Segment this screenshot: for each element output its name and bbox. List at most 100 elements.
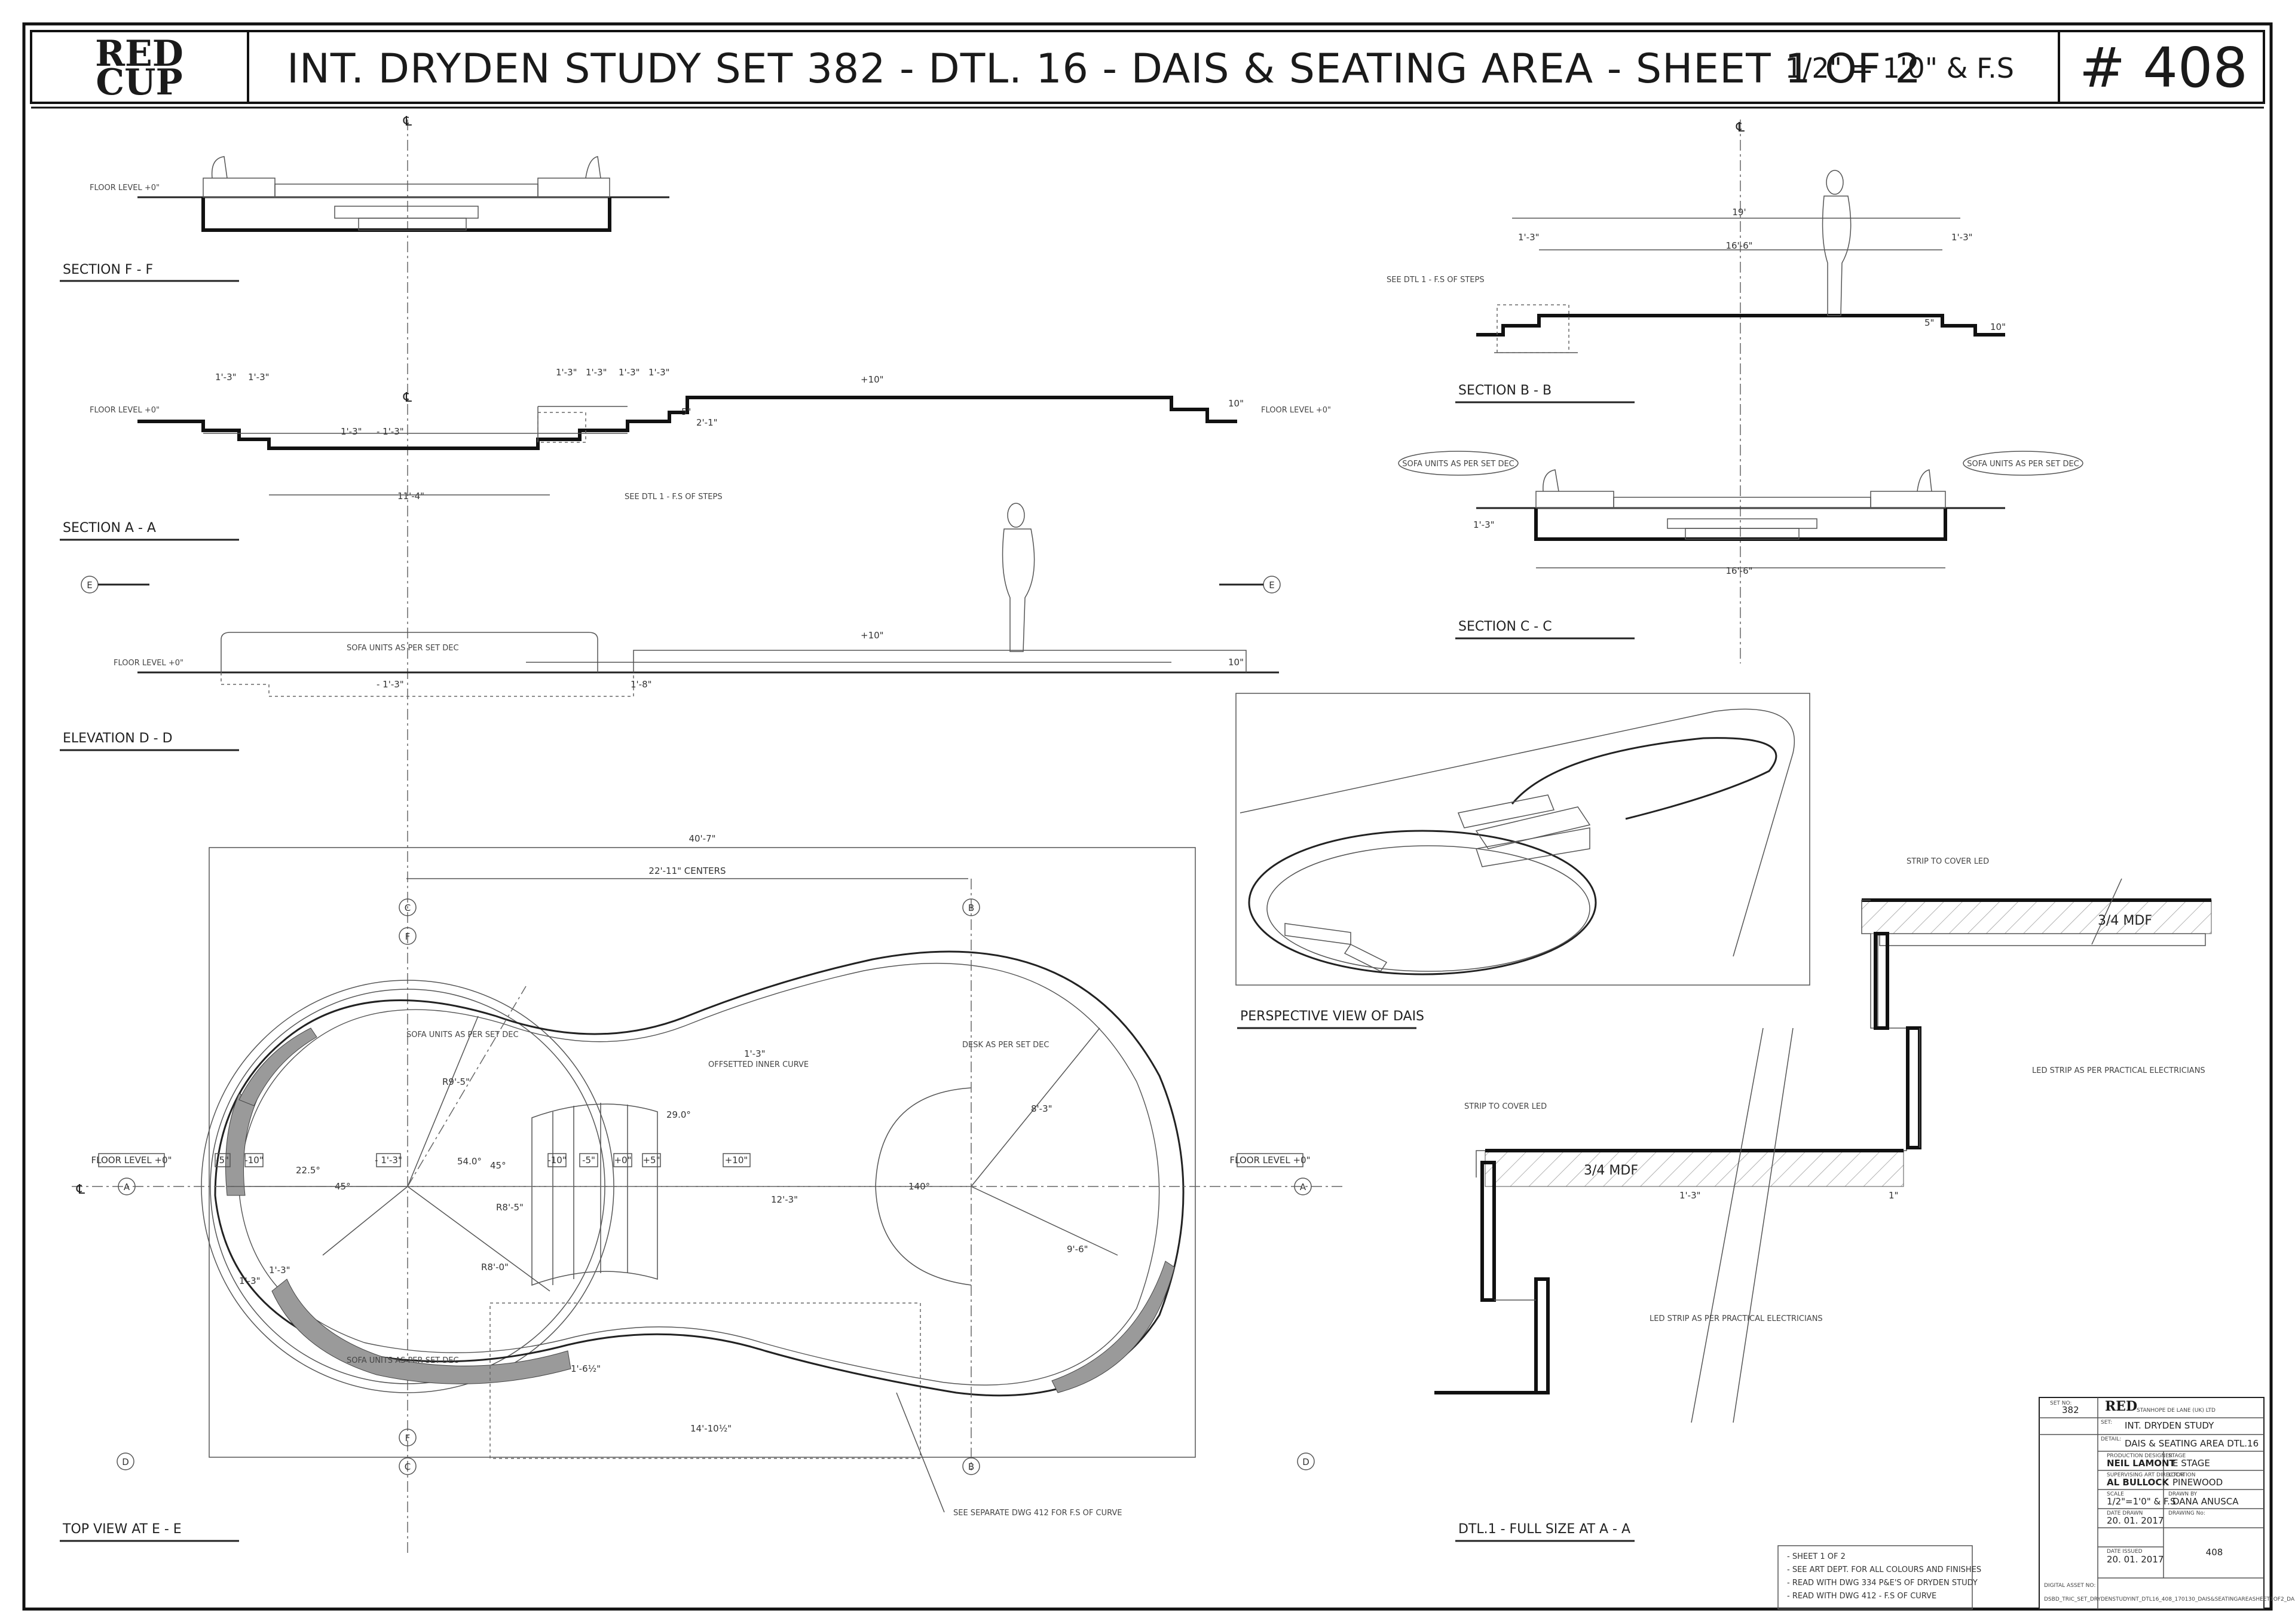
svg-text:29.0°: 29.0° xyxy=(666,1109,691,1120)
svg-text:20. 01. 2017: 20. 01. 2017 xyxy=(2107,1515,2164,1526)
svg-text:1": 1" xyxy=(1889,1190,1898,1201)
svg-text:F: F xyxy=(405,931,411,942)
label-perspective: PERSPECTIVE VIEW OF DAIS xyxy=(1237,1009,1424,1029)
svg-text:1'-3": 1'-3" xyxy=(1518,232,1540,243)
svg-text:OFFSETTED INNER CURVE: OFFSETTED INNER CURVE xyxy=(708,1060,809,1069)
svg-text:E: E xyxy=(1269,580,1274,591)
svg-text:DATE DRAWN: DATE DRAWN xyxy=(2107,1510,2143,1516)
svg-text:- 1'-3": - 1'-3" xyxy=(377,679,404,690)
svg-text:1'-3": 1'-3" xyxy=(744,1048,766,1059)
svg-text:SET:: SET: xyxy=(2101,1420,2112,1426)
svg-text:12'-3": 12'-3" xyxy=(771,1194,798,1205)
svg-text:D: D xyxy=(122,1457,129,1467)
svg-text:16'-6": 16'-6" xyxy=(1725,565,1752,576)
svg-text:A: A xyxy=(1300,1182,1306,1192)
svg-text:1'-6½": 1'-6½" xyxy=(571,1363,601,1374)
svg-text:LOCATION: LOCATION xyxy=(2168,1472,2196,1478)
svg-text:FLOOR LEVEL +0": FLOOR LEVEL +0" xyxy=(1230,1155,1311,1166)
svg-text:FLOOR LEVEL +0": FLOOR LEVEL +0" xyxy=(90,406,160,415)
svg-text:22'-11" CENTERS: 22'-11" CENTERS xyxy=(648,865,726,876)
red-cup-logo: RED CUP xyxy=(95,33,183,103)
svg-text:- SHEET 1 OF 2: - SHEET 1 OF 2 xyxy=(1787,1552,1846,1561)
section-cc: SOFA UNITS AS PER SET DEC SOFA UNITS AS … xyxy=(1398,451,2083,576)
svg-text:20. 01. 2017: 20. 01. 2017 xyxy=(2107,1554,2164,1565)
svg-text:10": 10" xyxy=(1990,322,2006,332)
sheet-scale: 1/2" = 1'0" & F.S xyxy=(1785,52,2014,84)
svg-text:- READ WITH DWG 412 - F.S OF C: - READ WITH DWG 412 - F.S OF CURVE xyxy=(1787,1592,1936,1601)
svg-text:SOFA UNITS AS PER SET DEC: SOFA UNITS AS PER SET DEC xyxy=(1967,460,2079,469)
svg-text:- SEE ART DEPT. FOR ALL COLOUR: - SEE ART DEPT. FOR ALL COLOURS AND FINI… xyxy=(1787,1565,1981,1574)
svg-text:LED STRIP AS PER PRACTICAL ELE: LED STRIP AS PER PRACTICAL ELECTRICIANS xyxy=(2032,1066,2205,1075)
svg-text:D: D xyxy=(1302,1457,1309,1467)
svg-text:DRAWN BY: DRAWN BY xyxy=(2168,1491,2198,1497)
label-section-aa: SECTION A - A xyxy=(60,521,239,541)
sheet-border xyxy=(22,22,2273,1611)
svg-text:℄: ℄ xyxy=(1736,120,1745,135)
svg-text:INT. DRYDEN STUDY: INT. DRYDEN STUDY xyxy=(2125,1420,2214,1431)
svg-text:SOFA UNITS AS PER SET DEC: SOFA UNITS AS PER SET DEC xyxy=(347,1356,459,1365)
svg-text:STRIP TO COVER LED: STRIP TO COVER LED xyxy=(1907,857,1989,866)
svg-text:SOFA UNITS AS PER SET DEC: SOFA UNITS AS PER SET DEC xyxy=(347,644,459,653)
svg-text:- 1'-3": - 1'-3" xyxy=(375,1155,402,1166)
label-section-cc: SECTION C - C xyxy=(1455,619,1635,640)
header: RED CUP INT. DRYDEN STUDY SET 382 - DTL.… xyxy=(30,30,2265,109)
perspective-view xyxy=(1235,693,1810,986)
human-figure-bb xyxy=(1822,170,1852,316)
svg-text:STRIP TO COVER LED: STRIP TO COVER LED xyxy=(1464,1102,1547,1111)
svg-text:10": 10" xyxy=(1228,398,1244,409)
svg-text:1'-3": 1'-3" xyxy=(648,367,670,378)
svg-text:1'-3": 1'-3" xyxy=(248,372,270,383)
svg-text:LED STRIP AS PER PRACTICAL ELE: LED STRIP AS PER PRACTICAL ELECTRICIANS xyxy=(1650,1314,1823,1323)
svg-text:-10": -10" xyxy=(547,1155,566,1166)
svg-text:E STAGE: E STAGE xyxy=(2172,1458,2210,1469)
section-bb: 19' 16'-6" 1'-3" 1'-3" SEE DTL 1 - F.S O… xyxy=(1387,170,2006,353)
svg-text:SEE DTL 1 - F.S OF STEPS: SEE DTL 1 - F.S OF STEPS xyxy=(625,493,723,501)
svg-text:SEE SEPARATE DWG 412 FOR F.S O: SEE SEPARATE DWG 412 FOR F.S OF CURVE xyxy=(953,1509,1122,1518)
svg-text:SECTION A - A: SECTION A - A xyxy=(63,521,156,536)
svg-text:SOFA UNITS AS PER SET DEC: SOFA UNITS AS PER SET DEC xyxy=(1402,460,1514,469)
drawing-number: # 408 xyxy=(2079,36,2248,100)
svg-text:PRODUCTION DESIGNER: PRODUCTION DESIGNER xyxy=(2107,1453,2172,1459)
svg-text:SEE DTL 1 - F.S OF STEPS: SEE DTL 1 - F.S OF STEPS xyxy=(1387,276,1485,285)
section-markers: A A C F F C B B D D xyxy=(117,898,1315,1475)
svg-text:ELEVATION D - D: ELEVATION D - D xyxy=(63,731,173,746)
svg-text:AL BULLOCK: AL BULLOCK xyxy=(2107,1477,2169,1488)
label-elevation-dd: ELEVATION D - D xyxy=(60,731,239,751)
svg-text:STANHOPE DE LANE (UK) LTD: STANHOPE DE LANE (UK) LTD xyxy=(2137,1408,2216,1414)
label-section-bb: SECTION B - B xyxy=(1455,383,1635,403)
svg-text:10": 10" xyxy=(1228,657,1244,668)
svg-text:DRAWING No:: DRAWING No: xyxy=(2168,1510,2205,1516)
svg-text:C: C xyxy=(405,903,411,913)
top-view: 40'-7" 22'-11" CENTERS SOFA UNITS AS PER… xyxy=(72,833,1345,1518)
svg-text:-10": -10" xyxy=(244,1155,263,1166)
svg-text:DSBD_TRIC_SET_DRYDENSTUDYINT_D: DSBD_TRIC_SET_DRYDENSTUDYINT_DTL16_408_1… xyxy=(2044,1597,2295,1602)
svg-text:- READ WITH DWG 334 P&E'S OF D: - READ WITH DWG 334 P&E'S OF DRYDEN STUD… xyxy=(1787,1579,1978,1588)
svg-text:RED: RED xyxy=(2105,1399,2137,1414)
svg-text:1'-3": 1'-3" xyxy=(215,372,237,383)
svg-text:B: B xyxy=(968,903,974,913)
svg-text:382: 382 xyxy=(2062,1405,2079,1415)
svg-text:DANA ANUSCA: DANA ANUSCA xyxy=(2172,1496,2239,1507)
label-section-ff: SECTION F - F xyxy=(60,262,239,282)
svg-text:NEIL LAMONT: NEIL LAMONT xyxy=(2107,1458,2176,1469)
floor-level-ff: FLOOR LEVEL +0" xyxy=(90,183,160,192)
svg-text:22.5°: 22.5° xyxy=(296,1165,320,1176)
svg-text:PINEWOOD: PINEWOOD xyxy=(2172,1477,2223,1488)
svg-text:3/4 MDF: 3/4 MDF xyxy=(2098,913,2152,928)
sheet-title: INT. DRYDEN STUDY SET 382 - DTL. 16 - DA… xyxy=(287,45,1921,93)
svg-text:C: C xyxy=(405,1461,411,1472)
svg-text:FLOOR LEVEL +0": FLOOR LEVEL +0" xyxy=(114,659,183,668)
svg-text:A: A xyxy=(124,1182,130,1192)
svg-text:45°: 45° xyxy=(490,1160,506,1171)
svg-text:408: 408 xyxy=(2206,1547,2223,1558)
svg-text:16'-6": 16'-6" xyxy=(1725,240,1752,251)
svg-text:F: F xyxy=(405,1433,411,1443)
svg-text:1'-3": 1'-3" xyxy=(1473,519,1495,530)
svg-text:SOFA UNITS AS PER SET DEC: SOFA UNITS AS PER SET DEC xyxy=(406,1030,519,1039)
svg-text:DIGITAL ASSET NO:: DIGITAL ASSET NO: xyxy=(2044,1583,2095,1589)
svg-text:B: B xyxy=(968,1461,974,1472)
svg-text:℄: ℄ xyxy=(403,390,412,405)
svg-text:R9'-5": R9'-5" xyxy=(442,1076,470,1087)
svg-text:5": 5" xyxy=(681,406,691,417)
svg-text:SECTION F - F: SECTION F - F xyxy=(63,262,153,277)
